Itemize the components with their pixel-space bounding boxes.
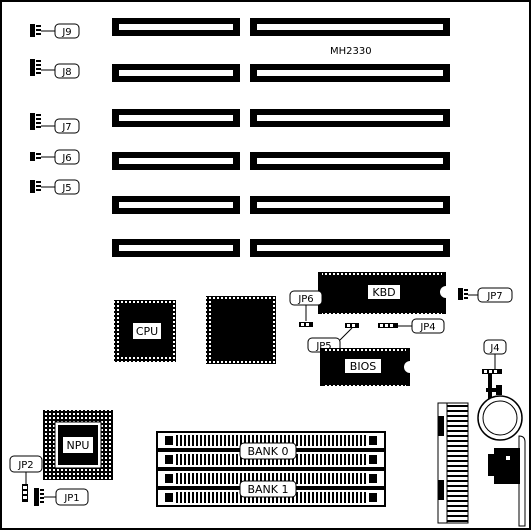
- label-j4: J4: [489, 343, 499, 354]
- label-kbd: KBD: [372, 286, 395, 299]
- jumper-j6: J6: [30, 149, 80, 165]
- label-jp7: JP7: [486, 291, 502, 302]
- power-connector: [437, 402, 469, 524]
- chipset-chip: [206, 296, 276, 364]
- npu-socket: NPU: [43, 410, 113, 480]
- keyboard-controller: KBD: [318, 272, 446, 314]
- label-j6: J6: [61, 153, 71, 164]
- jumper-jp2: JP2: [9, 455, 43, 502]
- simm-sockets: BANK 0 BANK 1: [156, 431, 386, 507]
- battery-icon: [477, 374, 523, 441]
- expansion-slots: [112, 18, 450, 257]
- label-jp5: JP5: [315, 341, 331, 352]
- label-j8: J8: [61, 67, 71, 78]
- model-label: MH2330: [330, 46, 372, 57]
- slot-row-5: [112, 196, 450, 214]
- label-bank0: BANK 0: [247, 445, 288, 458]
- label-j5: J5: [61, 183, 71, 194]
- slot-row-2: [112, 64, 450, 82]
- slot-row-3: [112, 109, 450, 127]
- jumper-j7: J7: [30, 113, 80, 134]
- simm-socket-1: [156, 431, 386, 450]
- label-j9: J9: [61, 27, 71, 38]
- jumper-j9: J9: [30, 23, 80, 39]
- bank1-box: [239, 480, 297, 498]
- slot-row-6: [112, 239, 450, 257]
- label-npu: NPU: [67, 439, 90, 452]
- label-bios: BIOS: [350, 360, 376, 373]
- bank0-box: [239, 442, 297, 460]
- jumper-j5: J5: [30, 179, 80, 195]
- jumper-jp1: JP1: [34, 488, 89, 506]
- slot-row-1: [112, 18, 450, 36]
- jumper-jp6: JP6: [289, 290, 323, 327]
- label-cpu: CPU: [136, 325, 158, 338]
- jumper-j4: J4: [482, 339, 507, 374]
- jumper-jp7: JP7: [458, 287, 513, 303]
- label-jp2: JP2: [17, 460, 33, 471]
- label-bank1: BANK 1: [247, 483, 288, 496]
- cpu-chip: CPU: [114, 300, 176, 362]
- jumper-j8: J8: [30, 59, 80, 79]
- slot-row-4: [112, 152, 450, 170]
- label-jp1: JP1: [63, 493, 79, 504]
- bios-chip: BIOS: [320, 348, 410, 386]
- label-jp6: JP6: [297, 294, 313, 305]
- label-jp4: JP4: [419, 322, 435, 333]
- label-j7: J7: [61, 122, 71, 133]
- keyboard-connector: [488, 435, 526, 527]
- jumper-jp4: JP4: [378, 318, 445, 334]
